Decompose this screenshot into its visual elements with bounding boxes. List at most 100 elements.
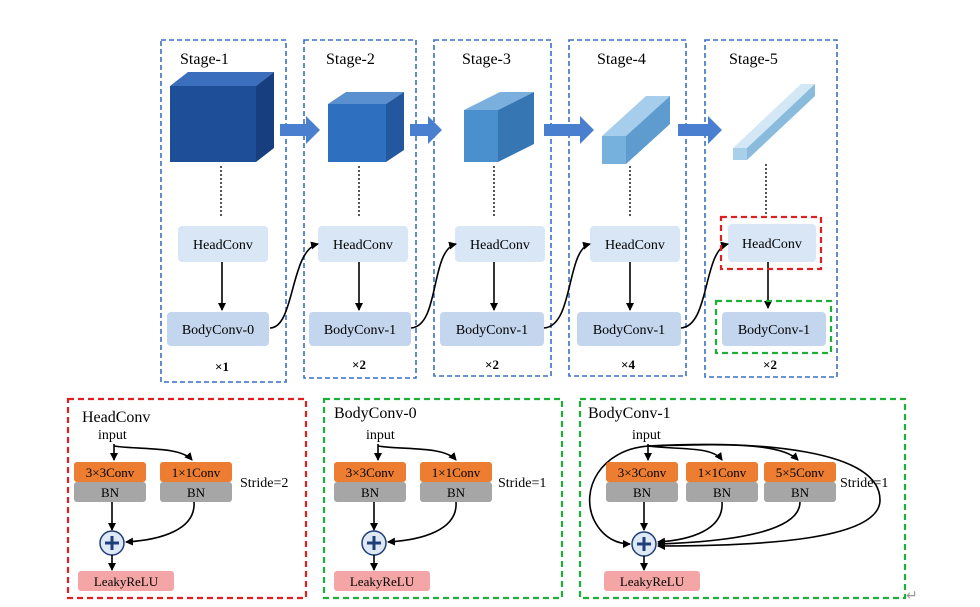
stage-1-bodyconv: BodyConv-0	[167, 312, 269, 346]
bodyconv0-leakyrelu-box	[334, 571, 430, 591]
bodyconv0-3x3-conv-box	[334, 462, 406, 482]
return-mark-icon: ↵	[906, 588, 918, 604]
bodyconv0-1x1-conv-label: 1×1Conv	[432, 465, 481, 480]
stage-3-headconv: HeadConv	[455, 226, 545, 262]
stage-2-headconv: HeadConv	[318, 226, 408, 262]
bodyconv1-1x1-conv-box	[686, 462, 758, 482]
bodyconv1-1x1-bn-label: BN	[713, 485, 732, 500]
stage-arrow-3-4	[544, 116, 594, 144]
stage-4-bodyconv: BodyConv-1	[577, 312, 681, 346]
stage-4-headconv: HeadConv	[590, 226, 680, 262]
stage-4-frame	[568, 39, 687, 377]
stage-5-bodyconv-label: BodyConv-1	[738, 323, 810, 338]
stage-arrow-1-2	[280, 116, 320, 144]
bodyconv1-leakyrelu-label: LeakyReLU	[620, 574, 685, 589]
stage-4-headconv-label: HeadConv	[605, 238, 665, 253]
stage-3-title: Stage-3	[462, 51, 511, 68]
bodyconv1-3x3-bn-box	[606, 482, 678, 502]
stage-2-bodyconv: BodyConv-1	[309, 312, 411, 346]
stage-1-frame	[160, 39, 287, 383]
bodyconv0-panel-title: BodyConv-0	[334, 405, 417, 422]
headconv-3x3-bn-label: BN	[101, 485, 120, 500]
stage-3-bodyconv-label: BodyConv-1	[456, 323, 528, 338]
curve-arrow-stage3-to-stage4	[543, 241, 591, 329]
stage-3-feature-cube	[464, 92, 534, 162]
bodyconv1-add-icon	[631, 531, 657, 557]
bodyconv0-panel-input: input	[366, 428, 395, 443]
stage-1-headconv: HeadConv	[178, 226, 268, 262]
bodyconv1-identity-skip-arrow	[588, 445, 649, 548]
headconv-panel-frame	[66, 397, 308, 600]
stage-1-feature-cube	[170, 72, 274, 162]
headconv-3x3-conv-label: 3×3Conv	[86, 465, 135, 480]
bodyconv0-1x1-bn-label: BN	[447, 485, 466, 500]
headconv-3x3-conv-box	[74, 462, 146, 482]
bodyconv1-outer-skip-arrow	[647, 443, 881, 550]
bodyconv1-3x3-conv-label: 3×3Conv	[618, 465, 667, 480]
bodyconv0-panel-frame	[322, 397, 564, 600]
stage-arrow-2-3	[410, 116, 442, 144]
bodyconv0-1x1-bn-box	[420, 482, 492, 502]
stage-4-bodyconv-label: BodyConv-1	[593, 323, 665, 338]
bodyconv1-5x5-to-add-arrow	[657, 501, 801, 548]
stage-4-multiplier: ×4	[621, 357, 635, 372]
stage-5-multiplier: ×2	[763, 357, 777, 372]
headconv-input-to-1x1-arrow	[113, 445, 193, 461]
stage-2-title: Stage-2	[326, 51, 375, 68]
bodyconv1-leakyrelu-box	[604, 571, 700, 591]
bodyconv1-detail-panel: BodyConv-1 input 3×3Conv BN 1×1Conv BN 5…	[578, 397, 907, 600]
stage-5-frame	[704, 39, 838, 378]
headconv-leakyrelu-label: LeakyReLU	[94, 574, 159, 589]
headconv-leakyrelu-box	[78, 571, 174, 591]
bodyconv1-1x1-to-add-arrow	[657, 501, 723, 546]
bodyconv1-input-to-1x1-arrow	[647, 445, 723, 461]
bodyconv0-leakyrelu-label: LeakyReLU	[350, 574, 415, 589]
stage-3-multiplier: ×2	[485, 357, 499, 372]
stage-2-feature-cube	[328, 92, 404, 162]
stage-5-headconv-label: HeadConv	[742, 237, 802, 252]
stage-3-bodyconv: BodyConv-1	[440, 312, 544, 346]
bodyconv1-5x5-conv-box	[764, 462, 836, 482]
curve-arrow-stage1-to-stage2	[269, 241, 319, 329]
stage-3-headconv-label: HeadConv	[470, 238, 530, 253]
bodyconv1-3x3-conv-box	[606, 462, 678, 482]
stage-2-multiplier: ×2	[352, 357, 366, 372]
headconv-1x1-conv-box	[160, 462, 232, 482]
bodyconv1-5x5-bn-box	[764, 482, 836, 502]
headconv-detail-panel: HeadConv input 3×3Conv BN 1×1Conv BN Str…	[66, 397, 308, 600]
curve-arrow-stage2-to-stage3	[410, 241, 457, 329]
bodyconv0-stride-label: Stride=1	[498, 476, 546, 491]
bodyconv1-panel-title: BodyConv-1	[588, 405, 671, 422]
headconv-panel-input: input	[98, 428, 127, 443]
bodyconv1-5x5-conv-label: 5×5Conv	[776, 465, 825, 480]
headconv-stride-label: Stride=2	[240, 476, 288, 491]
stage-2-frame	[303, 39, 417, 379]
bodyconv1-5x5-bn-label: BN	[791, 485, 810, 500]
stage-2-headconv-label: HeadConv	[333, 238, 393, 253]
stage-5-headconv: HeadConv	[728, 224, 816, 262]
headconv-add-icon	[99, 530, 125, 556]
stage-5-bodyconv-highlight	[714, 299, 833, 355]
headconv-1x1-bn-box	[160, 482, 232, 502]
stage-5-title: Stage-5	[729, 51, 778, 68]
stage-5-feature-cube	[733, 84, 815, 160]
bodyconv1-panel-input: input	[632, 428, 661, 443]
stage-4-title: Stage-4	[597, 51, 646, 68]
stage-5-bodyconv: BodyConv-1	[722, 312, 826, 346]
bodyconv0-input-to-1x1-arrow	[377, 445, 457, 461]
stage-5-headconv-highlight	[719, 215, 823, 271]
bodyconv0-detail-panel: BodyConv-0 input 3×3Conv BN 1×1Conv BN S…	[322, 397, 564, 600]
headconv-panel-title: HeadConv	[82, 409, 150, 426]
bodyconv1-1x1-conv-label: 1×1Conv	[698, 465, 747, 480]
bodyconv1-1x1-bn-box	[686, 482, 758, 502]
bodyconv0-1x1-conv-box	[420, 462, 492, 482]
bodyconv1-stride-label: Stride=1	[840, 476, 888, 491]
stage-2-bodyconv-label: BodyConv-1	[324, 323, 396, 338]
stage-1-headconv-label: HeadConv	[193, 238, 253, 253]
headconv-1x1-to-add-arrow	[125, 501, 195, 546]
headconv-1x1-conv-label: 1×1Conv	[172, 465, 221, 480]
bodyconv0-add-icon	[361, 530, 387, 556]
stage-3-frame	[433, 39, 552, 377]
bodyconv0-3x3-bn-box	[334, 482, 406, 502]
